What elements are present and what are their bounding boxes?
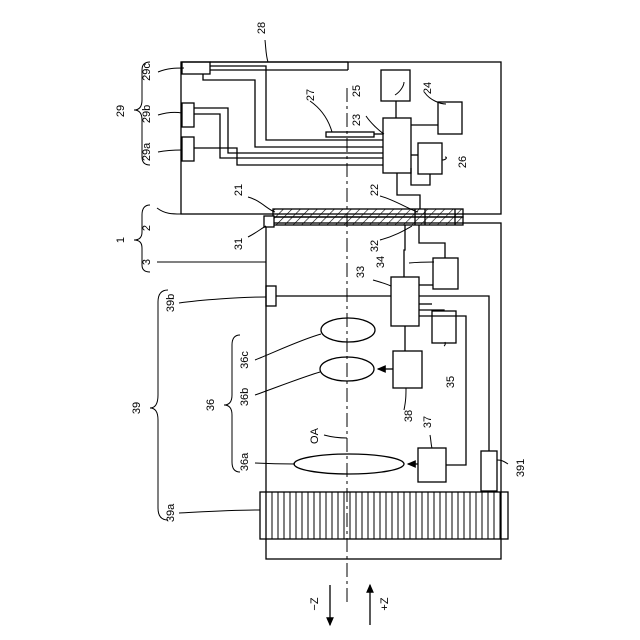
- label-36a: 36a: [239, 452, 251, 471]
- drive-37-box: [418, 448, 446, 482]
- label-32: 32: [369, 240, 381, 252]
- switch-29b: [182, 103, 194, 127]
- label-39b: 39b: [165, 294, 177, 312]
- mount-left-block: [264, 216, 274, 227]
- label-28: 28: [256, 22, 268, 34]
- label-29: 29: [115, 105, 127, 117]
- label-39: 39: [131, 402, 143, 414]
- label-33: 33: [355, 266, 367, 278]
- label-29a: 29a: [141, 142, 153, 161]
- label-26: 26: [457, 156, 469, 168]
- label-minus-z: −Z: [309, 597, 321, 610]
- label-3: 3: [141, 259, 153, 265]
- camera-body-outline: [181, 62, 501, 214]
- lens-controller-33-box: [391, 277, 419, 326]
- label-1: 1: [115, 237, 127, 243]
- label-22: 22: [369, 184, 381, 196]
- switch-29c: [182, 62, 210, 74]
- label-25: 25: [351, 85, 363, 97]
- display-24-box: [438, 102, 462, 134]
- brace-36: [224, 335, 240, 472]
- detector-391-box: [481, 451, 497, 491]
- label-31: 31: [233, 238, 245, 250]
- ring-stripes: [266, 492, 500, 539]
- label-27: 27: [305, 89, 317, 101]
- label-24: 24: [422, 82, 434, 94]
- switch-39b-box: [266, 286, 276, 306]
- memory-26-box: [418, 143, 442, 174]
- memory-25-box: [381, 70, 410, 101]
- label-2: 2: [141, 225, 153, 231]
- label-23: 23: [351, 114, 363, 126]
- lens-36c: [321, 318, 375, 342]
- label-36c: 36c: [239, 351, 251, 369]
- label-39a: 39a: [165, 503, 177, 522]
- label-36: 36: [205, 399, 217, 411]
- label-29c: 29c: [141, 63, 153, 81]
- brace-39: [150, 290, 168, 520]
- lens-36a: [294, 454, 404, 474]
- ring-39a: [260, 492, 508, 539]
- label-38: 38: [403, 410, 415, 422]
- label-34: 34: [375, 256, 387, 268]
- switch-29a: [182, 137, 194, 161]
- label-391: 391: [515, 459, 527, 477]
- label-36b: 36b: [239, 388, 251, 406]
- label-37: 37: [422, 416, 434, 428]
- label-35: 35: [445, 376, 457, 388]
- body-controller-box: [383, 118, 411, 173]
- sensor-27: [326, 132, 374, 137]
- mount-body-hatched: [273, 209, 463, 217]
- mount-lens-hatched: [273, 217, 463, 225]
- label-OA: OA: [309, 427, 321, 444]
- drive-38-box: [393, 351, 422, 388]
- label-29b: 29b: [141, 105, 153, 123]
- label-plus-z: +Z: [379, 597, 391, 610]
- label-21: 21: [233, 184, 245, 196]
- lens-memory-34-box: [433, 258, 458, 289]
